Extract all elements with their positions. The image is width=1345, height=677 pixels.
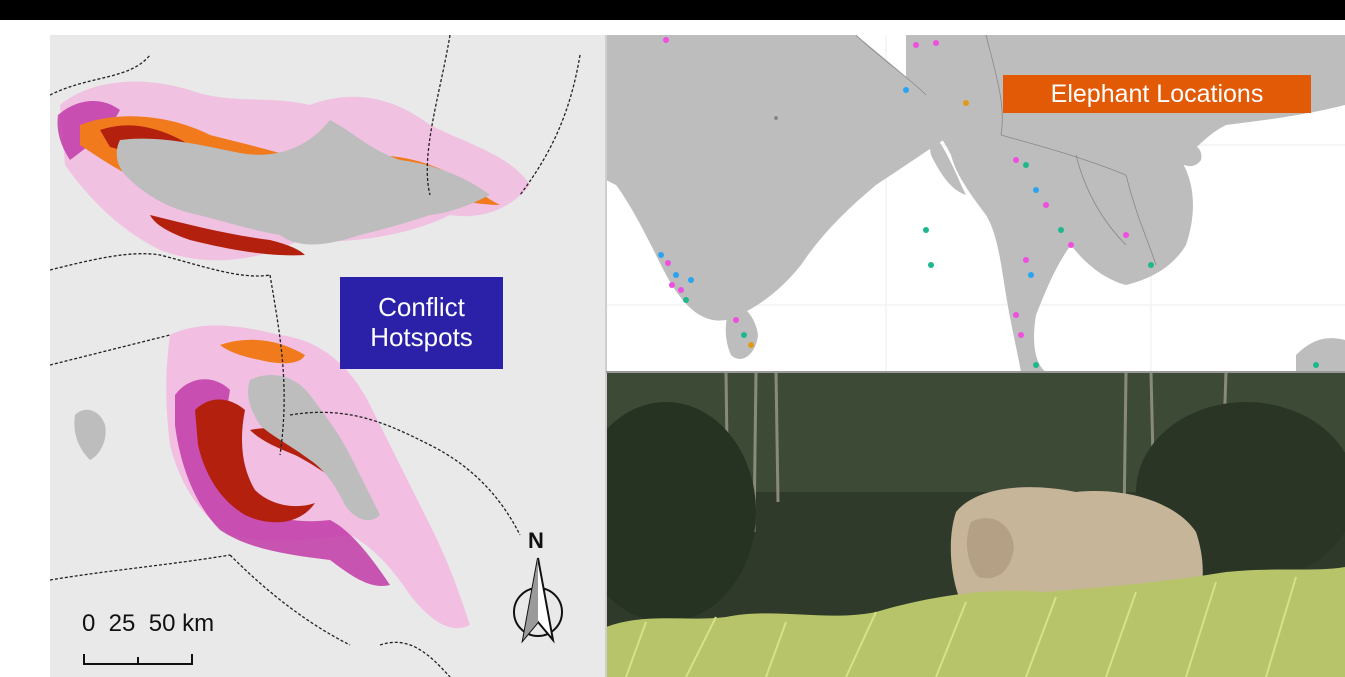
malay-peninsula-land (1296, 338, 1345, 372)
conflict-label-line2: Hotspots (370, 322, 473, 352)
north-arrow-letter: N (528, 528, 544, 553)
conflict-label-line1: Conflict (378, 292, 465, 323)
north-arrow-icon (513, 557, 563, 644)
southern-land-grey (248, 375, 380, 521)
elephant-location-points (658, 37, 1319, 368)
elephant-photo (606, 372, 1345, 677)
myanmar-coast-land (926, 125, 966, 195)
elephant-ear (966, 518, 1014, 579)
border-lines (50, 35, 581, 677)
india-landmass (606, 35, 966, 321)
country-borders (855, 35, 1157, 266)
elephant-photo-svg (606, 372, 1345, 677)
foliage-left (606, 402, 756, 622)
conflict-hotspots-label: Conflict Hotspots (340, 277, 503, 369)
southeast-asia-landmass (906, 35, 1345, 372)
southern-hotspot-red (195, 399, 315, 523)
hainan-landmass (1176, 143, 1202, 167)
top-black-bar (0, 0, 1345, 20)
scale-bar-text: 0 25 50 km (82, 610, 215, 637)
china-coast-land (1226, 35, 1345, 87)
northern-hotspot-red-2 (150, 215, 305, 256)
elephant-locations-label: Elephant Locations (1003, 75, 1311, 113)
northern-land-grey (116, 120, 490, 245)
conflict-hotspots-map (50, 35, 606, 677)
grass-foreground (606, 567, 1345, 677)
elephant-body (950, 487, 1203, 612)
southern-hotspot-orange (220, 339, 305, 364)
southern-hotspot-pale (166, 325, 470, 629)
southern-hotspot-purple (175, 379, 390, 586)
panel-divider-horizontal (606, 371, 1345, 373)
grass-highlights (625, 576, 1297, 677)
conflict-map-svg (50, 35, 581, 677)
southern-hotspot-red-2 (250, 428, 350, 490)
west-lake-grey (74, 409, 106, 460)
panel-divider-vertical (605, 35, 607, 677)
scale-bar (83, 654, 193, 665)
